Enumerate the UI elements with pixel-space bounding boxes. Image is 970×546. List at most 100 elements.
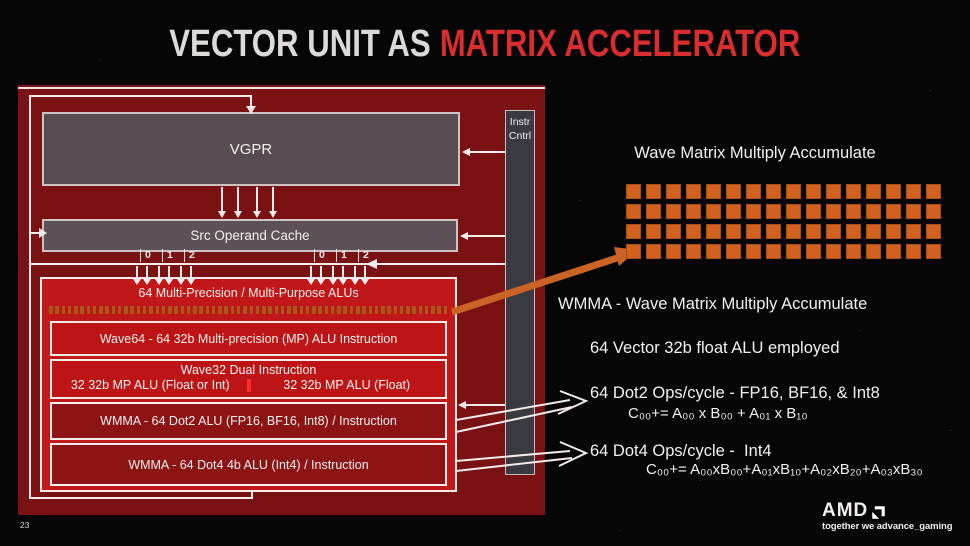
alu-dash xyxy=(168,306,172,314)
dot4-formula: C₀₀+= A₀₀xB₀₀+A₀₁xB₁₀+A₀₂xB₂₀+A₀₃xB₃₀ xyxy=(646,461,923,478)
alu-dash xyxy=(255,306,260,314)
alu-dash xyxy=(312,306,316,314)
port-label: 2 xyxy=(358,249,380,262)
dot4-ops-line: 64 Dot4 Ops/cycle - Int4 xyxy=(590,442,772,460)
alu-dash xyxy=(299,306,304,314)
alu-lane-dashes xyxy=(49,306,448,314)
alu-dash xyxy=(61,306,66,314)
wmma-tile xyxy=(766,184,781,199)
alu-dash xyxy=(230,306,235,314)
alu-dash xyxy=(324,306,329,314)
wmma-tile xyxy=(646,184,661,199)
port-label: 1 xyxy=(336,249,358,262)
instr-cntrl-label: Instr xyxy=(509,116,531,128)
alu-dash xyxy=(236,306,241,314)
alu-dash xyxy=(399,306,404,314)
wmma-tile xyxy=(666,244,681,259)
wmma-tile xyxy=(726,244,741,259)
alu-dash xyxy=(105,306,109,314)
wmma-tile xyxy=(666,224,681,239)
wmma-tile xyxy=(866,244,881,259)
page-number: 23 xyxy=(20,520,30,530)
wmma-tile xyxy=(846,184,861,199)
vector-unit-diagram: VGPR Src Operand Cache 0 1 2 0 1 2 64 Mu… xyxy=(18,85,545,515)
wmma-tile xyxy=(746,204,761,219)
wave32-left-label: 32 32b MP ALU (Float or Int) xyxy=(70,378,230,392)
alu-dash xyxy=(136,306,141,314)
alu-dash xyxy=(293,306,297,314)
title-white-part: VECTOR UNIT AS xyxy=(169,23,431,65)
alu-dash xyxy=(224,306,228,314)
wave32-divider xyxy=(246,379,251,392)
alu-dash xyxy=(205,306,210,314)
wmma-definition-line: WMMA - Wave Matrix Multiply Accumulate xyxy=(558,295,868,313)
wmma-tile xyxy=(766,204,781,219)
port-label: 0 xyxy=(314,249,336,262)
wmma-tile xyxy=(726,224,741,239)
alu-dash xyxy=(374,306,379,314)
port-label: 1 xyxy=(162,249,184,262)
wmma-tile xyxy=(666,184,681,199)
vgpr-label: VGPR xyxy=(229,140,273,158)
instr-cntrl-label: Cntrl xyxy=(508,129,532,142)
alu-dash xyxy=(74,306,78,314)
wmma-tile xyxy=(746,224,761,239)
wave64-row: Wave64 - 64 32b Multi-precision (MP) ALU… xyxy=(50,321,447,356)
wmma-tile xyxy=(926,184,941,199)
wmma-tile xyxy=(626,224,641,239)
alu-dash xyxy=(243,306,247,314)
wmma-tile xyxy=(906,224,921,239)
title-red-part: MATRIX ACCELERATOR xyxy=(439,23,801,65)
wmma-tile xyxy=(926,204,941,219)
alu-block: 64 Multi-Precision / Multi-Purpose ALUs … xyxy=(40,277,457,492)
wmma-tile xyxy=(746,184,761,199)
wmma-tile xyxy=(846,224,861,239)
wmma-tile xyxy=(906,244,921,259)
alu-dash xyxy=(199,306,203,314)
wmma-tile xyxy=(826,244,841,259)
alu-dash xyxy=(381,306,385,314)
instr-cntrl-box: Instr Cntrl xyxy=(505,110,535,475)
wmma-tile xyxy=(806,204,821,219)
port-group-right: 0 1 2 xyxy=(314,249,380,262)
wmma-tile xyxy=(626,204,641,219)
wmma-tile xyxy=(626,184,641,199)
alu-dash xyxy=(155,306,160,314)
alu-dash xyxy=(418,306,423,314)
wmma-tile xyxy=(866,184,881,199)
wmma-dot2-row: WMMA - 64 Dot2 ALU (FP16, BF16, Int8) / … xyxy=(50,402,447,440)
src-operand-cache-box: Src Operand Cache xyxy=(42,219,458,252)
wave32-right-label: 32 32b MP ALU (Float) xyxy=(283,378,411,392)
wmma-tile xyxy=(646,224,661,239)
wmma-tile xyxy=(786,204,801,219)
alu-dash xyxy=(180,306,185,314)
wmma-tile xyxy=(686,184,701,199)
dot2-formula: C₀₀+= A₀₀ x B₀₀ + A₀₁ x B₁₀ xyxy=(628,405,808,422)
wmma-tile xyxy=(766,244,781,259)
alu-dash xyxy=(80,306,84,314)
alu-dash xyxy=(117,306,122,314)
alu-dash xyxy=(149,306,153,314)
wave-matrix-heading: Wave Matrix Multiply Accumulate xyxy=(634,144,876,162)
vector-alu-line: 64 Vector 32b float ALU employed xyxy=(590,339,840,357)
alu-dash xyxy=(393,306,398,314)
wave32-row: Wave32 Dual Instruction 32 32b MP ALU (F… xyxy=(50,359,447,399)
alu-dash xyxy=(67,306,72,314)
wmma-tile xyxy=(826,204,841,219)
alu-dash xyxy=(437,306,441,314)
wmma-tile xyxy=(866,224,881,239)
alu-dash xyxy=(174,306,178,314)
wmma-dot2-label: WMMA - 64 Dot2 ALU (FP16, BF16, Int8) / … xyxy=(100,414,397,428)
wmma-tile xyxy=(706,184,721,199)
wmma-tile xyxy=(926,244,941,259)
wmma-tile xyxy=(886,224,901,239)
wmma-tile xyxy=(686,204,701,219)
wmma-tile xyxy=(786,244,801,259)
alu-dash xyxy=(142,306,147,314)
wmma-tile xyxy=(826,184,841,199)
wmma-tile xyxy=(666,204,681,219)
wmma-tile xyxy=(746,244,761,259)
alu-dash xyxy=(274,306,279,314)
